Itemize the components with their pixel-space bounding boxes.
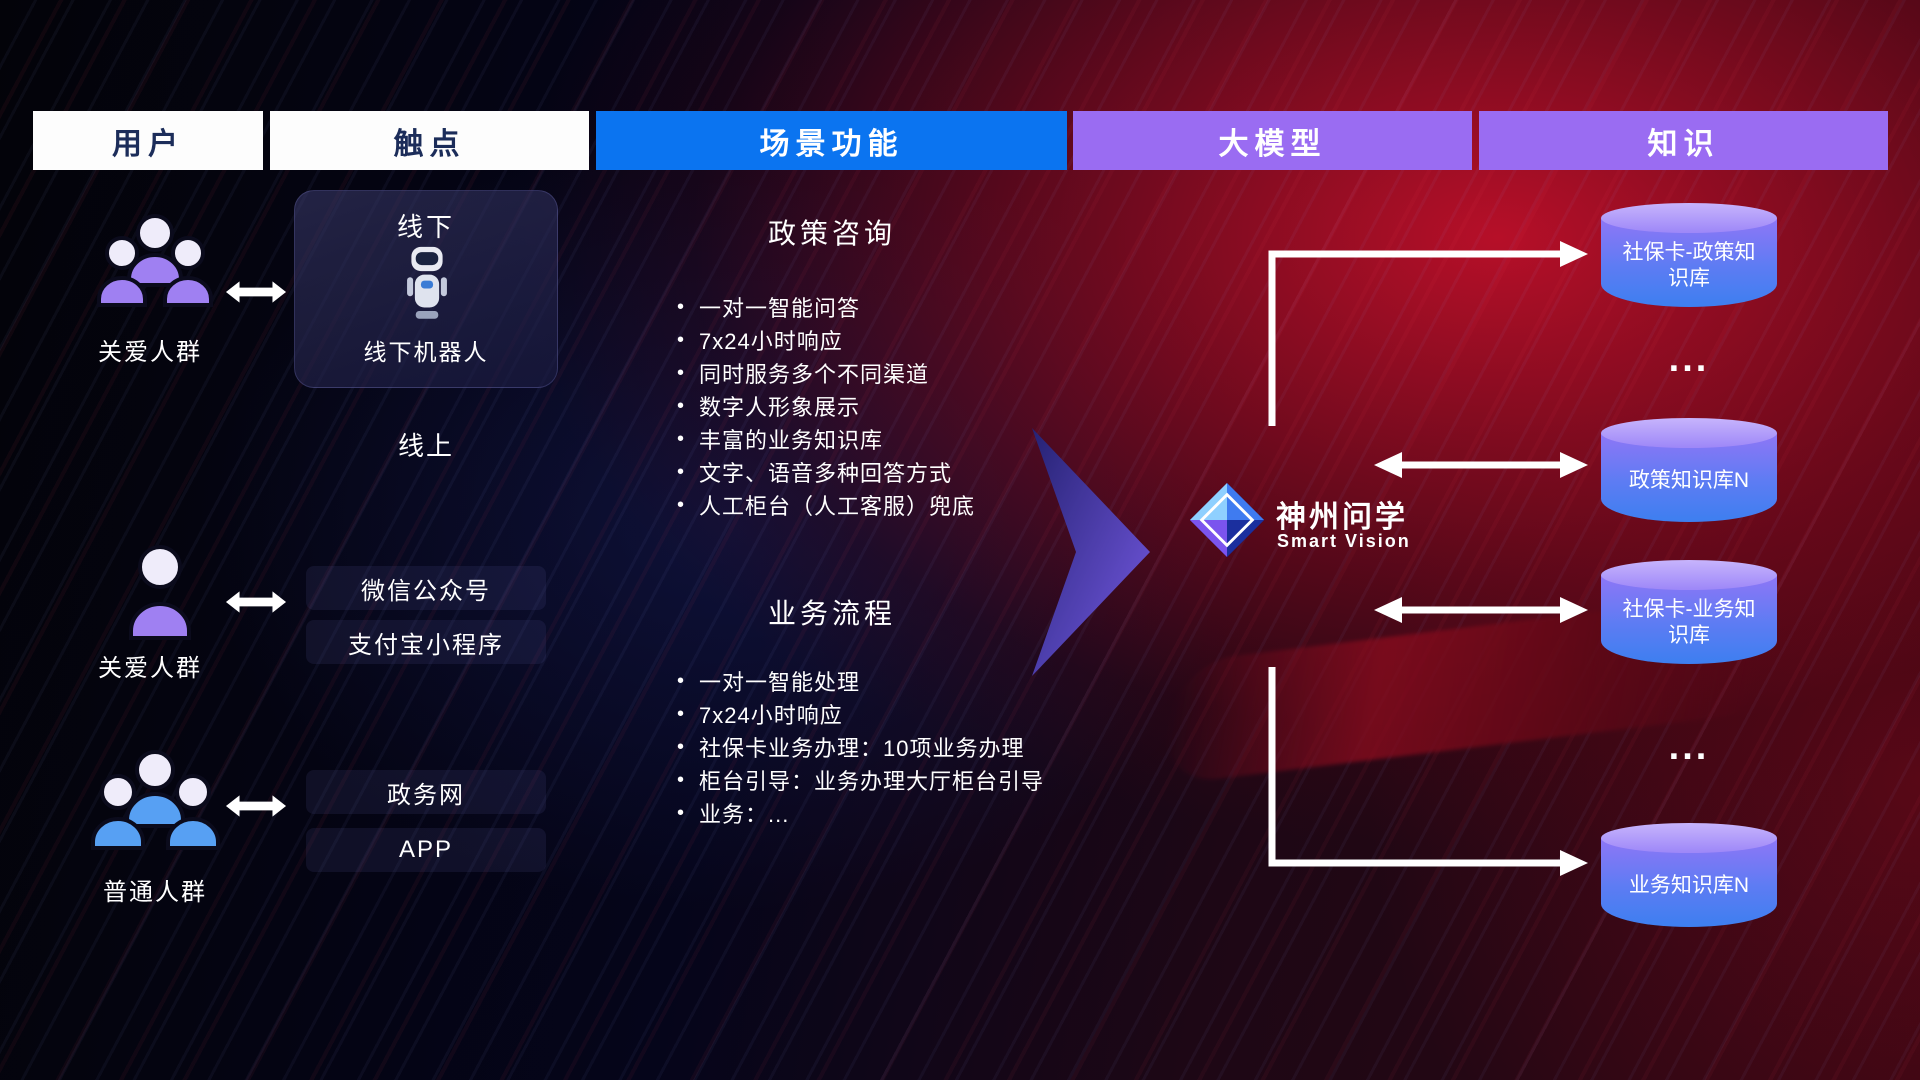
kb-cylinder-policy-sscard: 社保卡-政策知识库 [1601, 203, 1777, 307]
section-title-business: 业务流程 [767, 598, 896, 629]
kb-cylinder-business-n: 业务知识库N [1601, 823, 1777, 927]
bullet-icon: • [677, 328, 686, 351]
bullet-icon: • [677, 394, 686, 417]
online-title: 线上 [397, 431, 454, 461]
list-item: • 一对一智能问答 [677, 290, 975, 323]
brand-subtitle: Smart Vision [1277, 531, 1411, 551]
cylinder-top [1601, 560, 1777, 590]
bullet-icon: • [677, 460, 686, 483]
bidirectional-arrow-icon [225, 588, 287, 616]
section-title-policy: 政策咨询 [767, 218, 896, 249]
bullet-text: 人工柜台（人工客服）兜底 [699, 493, 976, 519]
bullet-text: 同时服务多个不同渠道 [699, 361, 930, 387]
kb-label: 业务知识库N [1628, 873, 1750, 897]
channel-alipay: 支付宝小程序 [306, 620, 546, 664]
column-header-scenes: 场景功能 [596, 111, 1067, 170]
group-people-blue-icon [88, 748, 223, 862]
bullet-icon: • [677, 669, 686, 692]
user-group-label: 关爱人群 [98, 339, 202, 366]
bullet-icon: • [677, 801, 686, 824]
brand-name: 神州问学 [1276, 501, 1408, 534]
person-purple-icon [128, 545, 192, 640]
kb-cylinder-policy-n: 政策知识库N [1601, 418, 1777, 522]
bidirectional-arrow-icon [225, 792, 287, 820]
cylinder-top [1601, 203, 1777, 233]
service-robot-icon [401, 243, 453, 327]
list-item: • 7x24小时响应 [677, 697, 1044, 730]
bullet-text: 7x24小时响应 [699, 702, 843, 728]
arrow-bidirectional-policy-kb-n [1374, 452, 1588, 478]
diamond-logo-icon [1188, 481, 1266, 559]
bullet-icon: • [677, 735, 686, 758]
list-item: • 同时服务多个不同渠道 [677, 356, 975, 389]
business-bullet-list: • 一对一智能处理 • 7x24小时响应 • 社保卡业务办理：10项业务办理 • 柜台引… [677, 664, 1044, 829]
list-item: • 一对一智能处理 [677, 664, 1044, 697]
list-item: • 文字、语音多种回答方式 [677, 455, 975, 488]
cylinder-top [1601, 823, 1777, 853]
bullet-icon: • [677, 295, 686, 318]
arrow-down-to-business-kb-n [1268, 667, 1588, 876]
bullet-text: 社保卡业务办理：10项业务办理 [699, 735, 1025, 761]
offline-title: 线下 [396, 212, 455, 242]
list-item: • 人工柜台（人工客服）兜底 [677, 488, 975, 521]
bullet-icon: • [677, 361, 686, 384]
column-header-touchpoints: 触点 [270, 111, 589, 170]
kb-label: 政策知识库N [1628, 468, 1750, 492]
bullet-text: 丰富的业务知识库 [699, 427, 884, 453]
arrow-bidirectional-business-kb [1374, 597, 1588, 623]
kb-cylinder-business-sscard: 社保卡-业务知识库 [1601, 560, 1777, 664]
bullet-text: 柜台引导：业务办理大厅柜台引导 [699, 768, 1045, 794]
list-item: • 柜台引导：业务办理大厅柜台引导 [677, 763, 1044, 796]
cylinder-top [1601, 418, 1777, 448]
ellipsis-more-kb: ... [1668, 338, 1710, 380]
bullet-text: 7x24小时响应 [699, 328, 843, 354]
column-header-knowledge: 知识 [1479, 111, 1888, 170]
user-group-label: 普通人群 [103, 879, 207, 906]
list-item: • 业务：... [677, 796, 1044, 829]
offline-robot-label: 线下机器人 [363, 339, 489, 365]
bullet-text: 数字人形象展示 [699, 394, 861, 420]
channel-app: APP [306, 828, 546, 872]
ellipsis-more-kb: ... [1668, 726, 1710, 768]
bullet-text: 文字、语音多种回答方式 [699, 460, 953, 486]
arrow-up-to-policy-kb [1268, 241, 1588, 426]
channel-wechat: 微信公众号 [306, 566, 546, 610]
bullet-icon: • [677, 493, 686, 516]
list-item: • 社保卡业务办理：10项业务办理 [677, 730, 1044, 763]
list-item: • 丰富的业务知识库 [677, 422, 975, 455]
kb-label: 社保卡-业务知识库 [1622, 597, 1756, 647]
column-header-model: 大模型 [1073, 111, 1472, 170]
user-group-label: 关爱人群 [98, 655, 202, 682]
bullet-text: 一对一智能处理 [699, 669, 861, 695]
bidirectional-arrow-icon [225, 278, 287, 306]
group-people-purple-icon [95, 213, 215, 318]
bullet-text: 业务：... [699, 801, 790, 827]
policy-bullet-list: •一对一智能问答 •7x24小时响应 •同时服务多个不同渠道 •数字人形象展示 … [677, 290, 975, 521]
bullet-icon: • [677, 702, 686, 725]
list-item: • 7x24小时响应 [677, 323, 975, 356]
bullet-text: 一对一智能问答 [699, 295, 861, 321]
column-header-users: 用户 [33, 111, 263, 170]
offline-touchpoint-card: 线下 线下机器人 [294, 190, 558, 388]
bullet-icon: • [677, 427, 686, 450]
big-flow-arrow [1032, 428, 1150, 676]
list-item: • 数字人形象展示 [677, 389, 975, 422]
kb-label: 社保卡-政策知识库 [1622, 240, 1756, 290]
bullet-icon: • [677, 768, 686, 791]
channel-gov-web: 政务网 [306, 770, 546, 814]
